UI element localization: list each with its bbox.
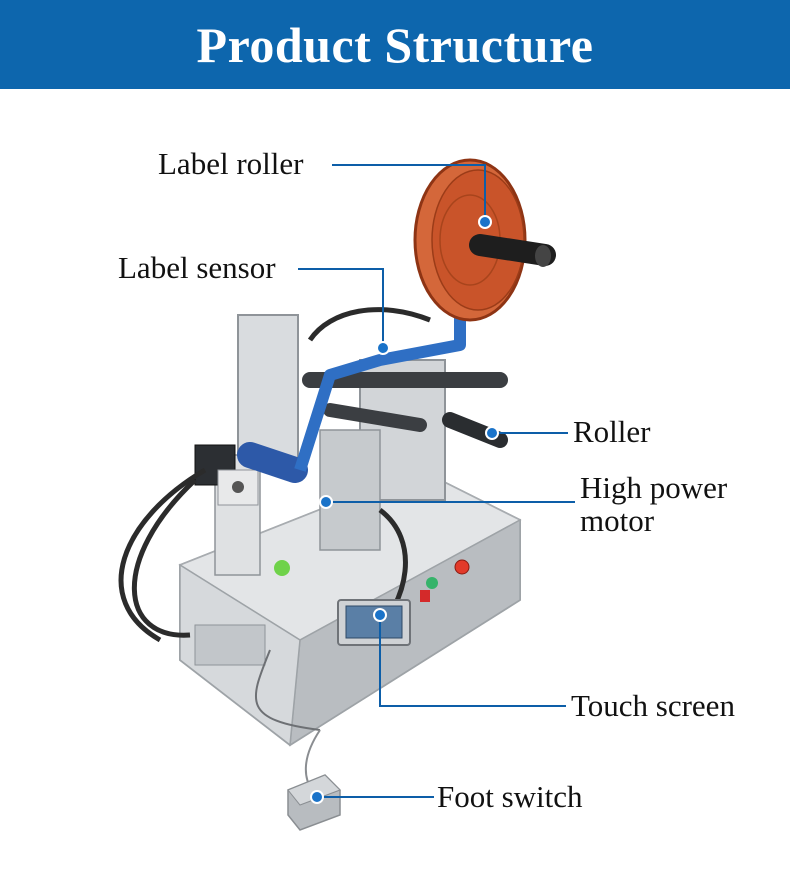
callout-line-label-roller bbox=[332, 164, 486, 222]
callout-dot-foot-switch bbox=[310, 790, 324, 804]
motor-unit bbox=[194, 444, 259, 506]
callout-line-label-sensor bbox=[298, 268, 384, 348]
callout-dot-high-power-motor bbox=[319, 495, 333, 509]
callout-label-motor-line1: High power bbox=[580, 470, 728, 505]
control-panel bbox=[274, 559, 470, 646]
callout-label-sensor: Label sensor bbox=[118, 250, 276, 285]
callout-label-roller-part: Roller bbox=[573, 414, 651, 449]
callout-label-motor-line2: motor bbox=[580, 503, 655, 538]
callout-label-roller: Label roller bbox=[158, 146, 304, 181]
callout-dot-touch-screen bbox=[373, 608, 387, 622]
callout-label-foot-switch: Foot switch bbox=[437, 779, 583, 814]
callout-dot-label-sensor bbox=[376, 341, 390, 355]
callout-dots bbox=[310, 215, 499, 804]
header-banner: Product Structure bbox=[0, 0, 790, 89]
callout-lines bbox=[298, 164, 575, 798]
callout-dot-label-roller bbox=[478, 215, 492, 229]
callout-line-touch-screen bbox=[379, 615, 566, 707]
page-title: Product Structure bbox=[196, 16, 594, 73]
product-diagram: Label roller Label sensor Roller High po… bbox=[0, 89, 790, 877]
machine-illustration bbox=[118, 158, 575, 831]
label-reel bbox=[413, 158, 556, 322]
callout-label-touch-screen: Touch screen bbox=[571, 688, 735, 723]
callout-dot-roller bbox=[485, 426, 499, 440]
